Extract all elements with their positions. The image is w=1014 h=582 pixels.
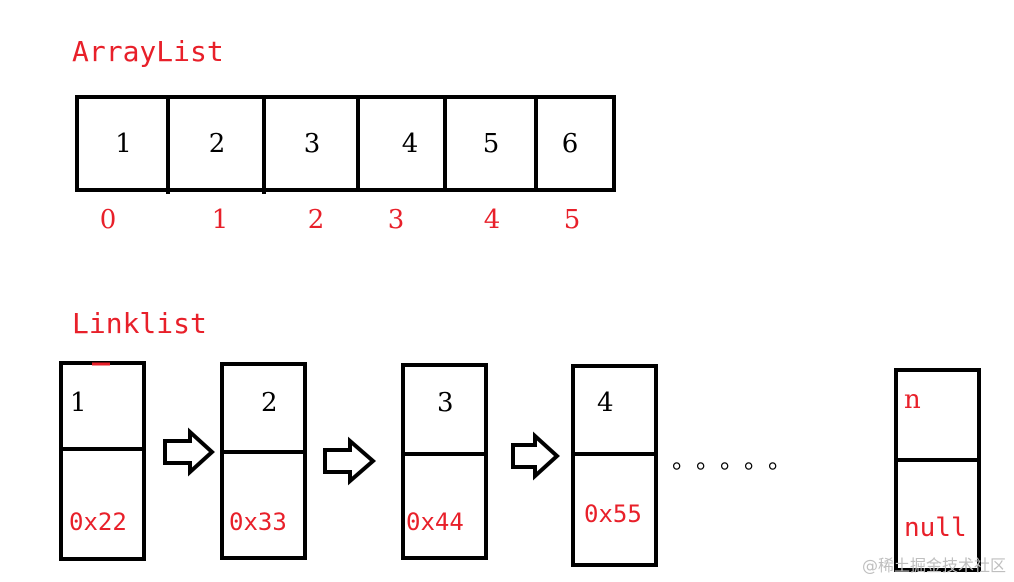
- node-box-3: [401, 363, 488, 560]
- arrow-icon: [511, 431, 560, 481]
- array-index: 4: [483, 205, 501, 235]
- node-value-last: n: [904, 385, 921, 415]
- node-address-last: null: [904, 513, 967, 543]
- array-index: 2: [307, 205, 325, 235]
- node-box-2: [220, 362, 307, 560]
- arrow-icon: [163, 427, 215, 477]
- node-box-4: [571, 364, 658, 567]
- array-cell: 5: [482, 128, 500, 159]
- node-value: 3: [437, 388, 454, 418]
- node-address: 0x33: [229, 508, 287, 536]
- array-cell: 4: [401, 128, 419, 159]
- array-index: 3: [387, 205, 405, 235]
- array-box: [75, 95, 616, 192]
- ellipsis: 。。。。。: [672, 446, 804, 474]
- array-cell: 3: [303, 128, 321, 159]
- array-cell: 2: [208, 128, 226, 159]
- node-address: 0x22: [69, 508, 127, 536]
- array-cell: 1: [115, 128, 132, 159]
- node-value: 2: [261, 388, 278, 418]
- arrow-icon: [323, 436, 377, 486]
- array-index: 1: [211, 205, 229, 235]
- node-address: 0x55: [584, 500, 642, 528]
- node-value: 1: [70, 388, 87, 418]
- linklist-title: Linklist: [72, 307, 207, 340]
- node-address: 0x44: [406, 508, 464, 536]
- node-box-last: [894, 368, 981, 572]
- array-index: 5: [563, 205, 581, 235]
- array-cell: 6: [561, 128, 579, 159]
- array-index: 0: [99, 205, 117, 235]
- watermark: @稀土掘金技术社区: [861, 556, 1006, 575]
- arraylist-title: ArrayList: [72, 35, 224, 68]
- node-value: 4: [597, 388, 614, 418]
